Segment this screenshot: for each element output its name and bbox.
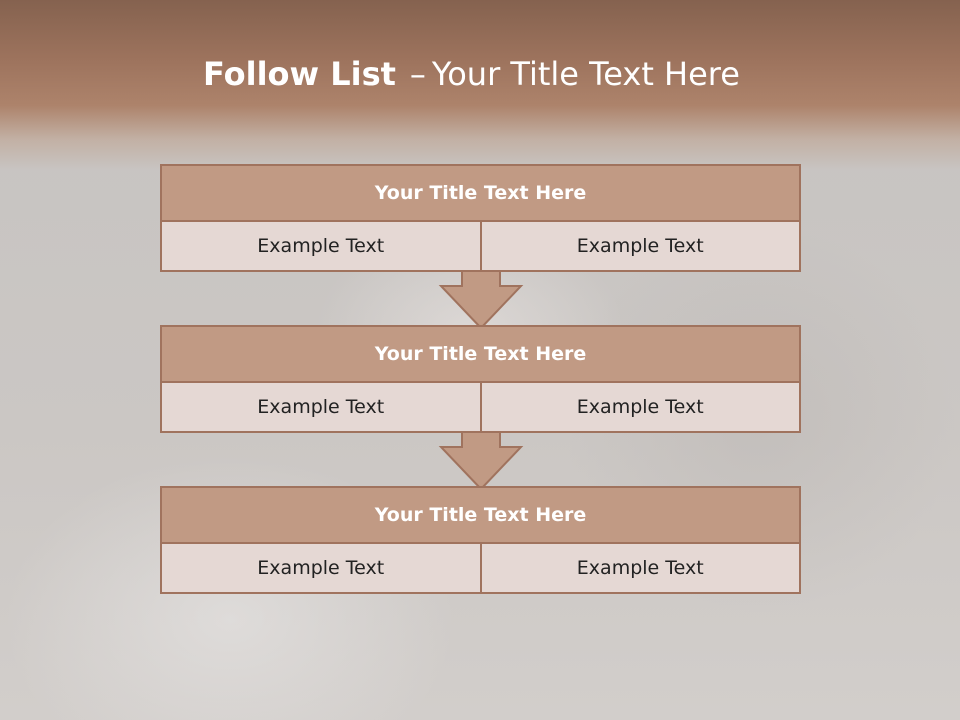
step-cell-right: Example Text <box>479 222 799 270</box>
step-title: Your Title Text Here <box>162 166 799 222</box>
step-title: Your Title Text Here <box>162 327 799 383</box>
step-title: Your Title Text Here <box>162 488 799 544</box>
down-arrow-icon <box>438 431 524 491</box>
step-panel-1: Your Title Text Here Example Text Exampl… <box>160 164 801 272</box>
title-rest-text: Your Title Text Here <box>431 55 740 93</box>
step-row: Example Text Example Text <box>162 544 799 592</box>
step-cell-left: Example Text <box>162 383 480 431</box>
step-cell-left: Example Text <box>162 544 480 592</box>
step-panel-3: Your Title Text Here Example Text Exampl… <box>160 486 801 594</box>
step-cell-right: Example Text <box>479 383 799 431</box>
step-cell-right: Example Text <box>479 544 799 592</box>
step-row: Example Text Example Text <box>162 383 799 431</box>
title-separator: – <box>409 55 426 93</box>
step-cell-left: Example Text <box>162 222 480 270</box>
down-arrow-icon <box>438 270 524 330</box>
step-row: Example Text Example Text <box>162 222 799 270</box>
slide-title: Follow List–Your Title Text Here <box>0 55 943 93</box>
header-band <box>0 0 960 170</box>
title-bold-text: Follow List <box>203 55 396 93</box>
step-panel-2: Your Title Text Here Example Text Exampl… <box>160 325 801 433</box>
